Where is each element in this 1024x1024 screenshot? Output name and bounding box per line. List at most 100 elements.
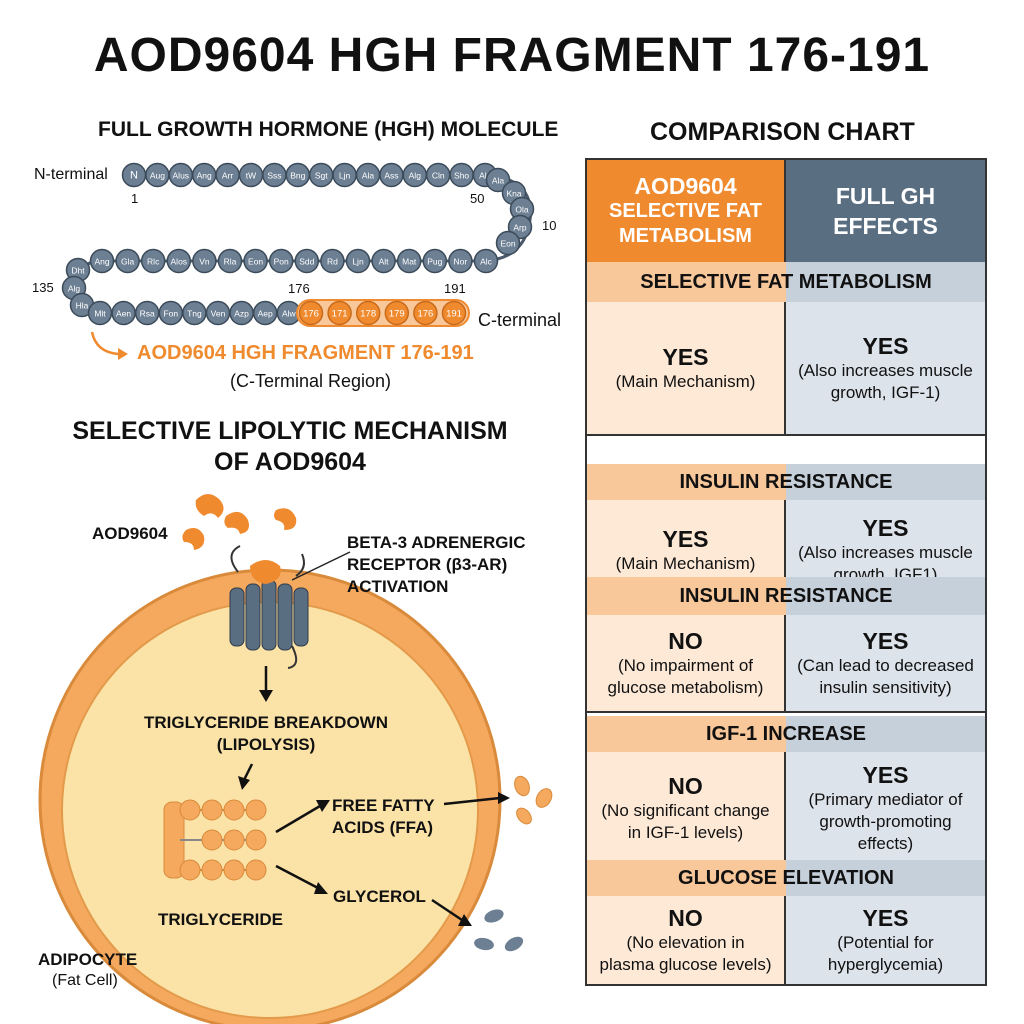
header-aod9604-line1: AOD9604: [634, 172, 737, 199]
amino-acid-bead-label: Rlc: [147, 257, 160, 267]
receptor-pointer-line: [291, 551, 351, 581]
hgh-heading: FULL GROWTH HORMONE (HGH) MOLECULE: [98, 118, 559, 141]
amino-acid-bead-label: tW: [246, 171, 256, 181]
amino-acid-bead-label: Eon: [248, 257, 263, 267]
amino-acid-bead: 176: [413, 300, 438, 326]
amino-acid-bead-label: Arp: [513, 223, 527, 233]
amino-acid-bead: Ljn: [345, 248, 371, 274]
aod9604-cell: NO(No significant change in IGF-1 levels…: [587, 752, 786, 864]
amino-acid-bead: Aug: [145, 162, 170, 188]
amino-acid-bead: Ang: [191, 162, 217, 188]
amino-acid-bead-label: Alos: [171, 257, 188, 267]
amino-acid-bead: Fon: [158, 300, 184, 326]
residue-number-176: 176: [288, 281, 310, 296]
answer-value: YES: [662, 525, 709, 552]
amino-acid-bead: Sho: [449, 162, 474, 188]
amino-acid-bead-label: Ven: [211, 309, 226, 319]
receptor-label-line1: BETA-3 ADRENERGIC: [347, 533, 526, 552]
amino-acid-bead-label: Ang: [197, 171, 212, 181]
amino-acid-bead-label: Ang: [94, 257, 109, 267]
header-aod9604: AOD9604 SELECTIVE FAT METABOLISM: [587, 160, 786, 262]
answer-value: YES: [862, 514, 909, 541]
residue-number-10: 10: [542, 218, 557, 233]
amino-acid-bead: Rsa: [134, 300, 160, 326]
amino-acid-bead: Eon: [495, 230, 521, 256]
header-aod9604-line3: METABOLISM: [619, 224, 752, 247]
amino-acid-bead: Ala: [485, 167, 511, 193]
amino-acid-bead-label: Ass: [384, 171, 398, 181]
aod9604-cell: NO(No impairment of glucose metabolism): [587, 615, 786, 711]
amino-acid-bead-label: Alt: [379, 257, 390, 267]
answer-value: YES: [862, 761, 909, 788]
comparison-row: YES(Main Mechanism)YES(Also increases mu…: [587, 302, 985, 436]
amino-acid-bead: Alg: [402, 162, 428, 188]
triglyceride-icon: [163, 799, 267, 881]
aod9604-cell: NO(No elevation in plasma glucose levels…: [587, 896, 786, 984]
amino-acid-bead: Vn: [192, 248, 217, 274]
residue-number-50: 50: [470, 191, 485, 206]
amino-acid-bead: Pon: [268, 248, 294, 274]
fragment-label: AOD9604 HGH FRAGMENT 176-191: [137, 342, 474, 364]
answer-note: (Main Mechanism): [615, 371, 756, 391]
amino-acid-bead: Sgt: [308, 162, 334, 188]
fragment-arrow-icon: [90, 331, 128, 360]
full-gh-cell: YES(Primary mediator of growth-promoting…: [786, 752, 985, 864]
main-title: AOD9604 HGH FRAGMENT 176-191: [93, 29, 931, 82]
triglyceride-label: TRIGLYCERIDE: [158, 910, 284, 929]
arrow-right-icon: [275, 804, 321, 834]
answer-note: (No significant change in IGF-1 levels): [601, 800, 770, 842]
amino-acid-bead: Mat: [396, 248, 422, 274]
header-full-gh-line1: FULL GH: [835, 183, 936, 209]
answer-value: NO: [668, 904, 703, 931]
answer-note: (Can lead to decreased insulin sensitivi…: [797, 655, 974, 697]
amino-acid-bead: Aep: [252, 300, 278, 326]
mechanism-heading-line2: OF AOD9604: [214, 448, 366, 476]
amino-acid-bead: Pug: [422, 248, 448, 274]
fatty-acid-icon: [514, 775, 553, 825]
amino-acid-bead-label: 171: [332, 309, 348, 320]
amino-acid-bead-label: Aen: [116, 309, 131, 319]
answer-value: YES: [862, 332, 909, 359]
amino-acid-bead: Cln: [425, 162, 451, 188]
header-aod9604-line2: SELECTIVE FAT: [609, 199, 762, 222]
ffa-label-line1: FREE FATTY: [332, 796, 435, 815]
amino-acid-bead: Sss: [262, 162, 287, 188]
amino-acid-bead-label: Aep: [258, 309, 273, 319]
amino-acid-bead-label: Sss: [267, 171, 281, 181]
aod9604-peptide-icon: [224, 511, 249, 534]
amino-acid-bead-label: Pug: [427, 257, 442, 267]
amino-acid-bead-label: 191: [446, 309, 462, 320]
answer-note: (Main Mechanism): [615, 553, 756, 573]
amino-acid-bead-label: Pon: [274, 257, 289, 267]
answer-value: NO: [668, 627, 703, 654]
amino-acid-bead: Alus: [168, 162, 194, 188]
amino-acid-bead-label: Rd: [327, 257, 338, 267]
ffa-label-line2: ACIDS (FFA): [332, 818, 434, 837]
comparison-row: NO(No significant change in IGF-1 levels…: [587, 752, 985, 866]
residue-number-191: 191: [444, 281, 466, 296]
amino-acid-bead: Nor: [448, 248, 473, 274]
peptide-backbone: [71, 173, 532, 315]
beta3-receptor-icon: [229, 545, 309, 669]
section-header: INSULIN RESISTANCE: [587, 577, 985, 617]
amino-acid-bead: 179: [384, 300, 410, 326]
amino-acid-bead-label: Ala: [492, 176, 505, 186]
amino-acid-bead: Azp: [229, 300, 254, 326]
amino-acid-bead: Tng: [182, 300, 207, 326]
amino-acid-bead-label: Sdd: [299, 257, 314, 267]
arrow-right-icon: [275, 864, 319, 890]
arrow-right-icon: [431, 898, 463, 922]
arrow-right-icon: [443, 796, 501, 806]
amino-acid-bead: Eon: [243, 248, 268, 274]
amino-acid-bead: Rla: [217, 248, 243, 274]
amino-acid-bead-label: Cln: [432, 171, 445, 181]
amino-acid-bead-label: Sgt: [315, 171, 328, 181]
amino-acid-bead-label: Ljn: [339, 171, 351, 181]
amino-acid-bead: Alc: [473, 248, 499, 274]
aod9604-peptide-icon: [274, 508, 297, 530]
amino-acid-bead: Bng: [285, 162, 311, 188]
amino-acid-bead-label: Alus: [173, 171, 190, 181]
amino-acid-bead-label: Gla: [121, 257, 135, 267]
comparison-heading: COMPARISON CHART: [650, 118, 915, 146]
